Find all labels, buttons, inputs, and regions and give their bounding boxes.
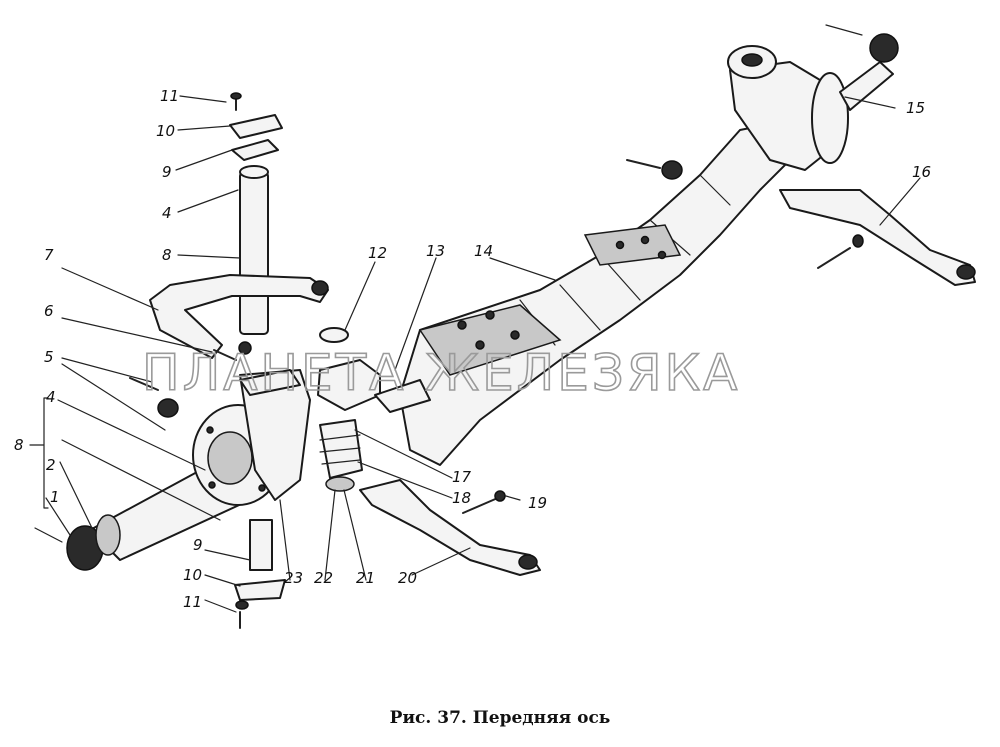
left-steering-arm	[149, 274, 329, 361]
watermark: ПЛАНЕТА ЖЕЛЕЗЯКА	[142, 344, 740, 402]
callout-4-top: 4	[162, 204, 172, 222]
callout-6: 6	[44, 302, 54, 320]
callout-8-top: 8	[162, 246, 172, 264]
callout-10-top: 10	[156, 122, 175, 140]
callout-13: 13	[426, 242, 445, 260]
callout-17: 17	[452, 468, 472, 486]
leader-lines	[29, 95, 921, 613]
tie-rod-arm	[359, 479, 541, 576]
callout-14: 14	[474, 242, 493, 260]
callout-20: 20	[398, 569, 417, 587]
callout-2: 2	[46, 456, 56, 474]
callout-22: 22	[314, 569, 333, 587]
callout-15: 15	[906, 99, 925, 117]
callout-5: 5	[44, 348, 54, 366]
callout-10-bottom: 10	[183, 566, 202, 584]
callout-12: 12	[368, 244, 387, 262]
right-king-pin-nut	[626, 159, 683, 180]
callout-labels: 11 10 9 4 8 7 6 5 4 8 2 1 9 10 11 23 22 …	[14, 87, 931, 611]
callout-21: 21	[356, 569, 375, 587]
callout-16: 16	[912, 163, 931, 181]
callout-19: 19	[528, 494, 547, 512]
callout-9-top: 9	[162, 163, 172, 181]
steering-linkage	[317, 327, 431, 492]
callout-11-top: 11	[160, 87, 179, 105]
right-steering-arm	[779, 189, 976, 286]
callout-8-left: 8	[14, 436, 24, 454]
callout-23: 23	[284, 569, 303, 587]
axle-beam	[399, 119, 801, 466]
left-steering-knuckle	[34, 369, 311, 629]
figure-caption: Рис. 37. Передняя ось	[389, 708, 611, 728]
king-pin	[229, 92, 283, 335]
callout-9-bottom: 9	[193, 536, 203, 554]
callout-1: 1	[50, 488, 60, 506]
left-small-parts	[129, 341, 252, 418]
callout-11-bottom: 11	[183, 593, 202, 611]
callout-7: 7	[44, 246, 54, 264]
callout-4-left: 4	[46, 388, 56, 406]
right-steering-knuckle	[727, 24, 899, 171]
callout-18: 18	[452, 489, 471, 507]
